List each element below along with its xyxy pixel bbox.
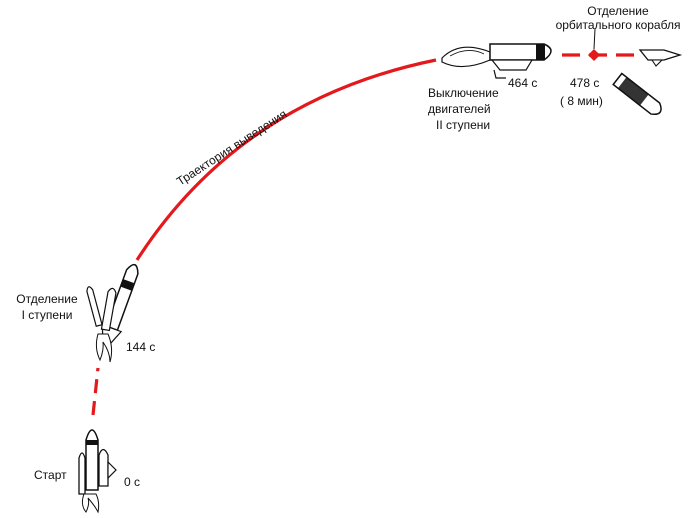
time-start: 0 с [124, 475, 141, 489]
stage2-off-label-line2: двигателей [428, 102, 491, 116]
stage1-sep-label-line1: Отделение [16, 292, 78, 306]
stage-separation-icon [86, 263, 139, 363]
orbiter-sep-label-line1: Отделение [587, 4, 649, 18]
separation-label-pointer [593, 28, 596, 50]
main-engine-cutoff-icon [441, 43, 552, 79]
external-tank-icon [612, 72, 662, 116]
orbiter-icon [638, 49, 683, 67]
orbiter-sep-label-line2: орбитального корабля [555, 18, 681, 32]
stage1-sep-label-line2: I ступени [21, 308, 73, 322]
ascent-path-segment-1 [91, 367, 100, 416]
time-stage1: 144 с [126, 340, 156, 354]
trajectory-label: Траектория выведения [174, 107, 289, 189]
stage2-off-label-line1: Выключение [428, 86, 499, 100]
ascent-trajectory-arc [135, 58, 437, 261]
separation-point-marker [588, 49, 600, 61]
start-label: Старт [34, 468, 67, 482]
time-stage2: 464 с [508, 76, 538, 90]
stage2-off-label-line3: II ступени [436, 118, 491, 132]
rocket-launch-icon [78, 429, 117, 514]
time-orbiter-minutes: ( 8 мин) [560, 94, 603, 108]
time-orbiter: 478 с [570, 76, 600, 90]
